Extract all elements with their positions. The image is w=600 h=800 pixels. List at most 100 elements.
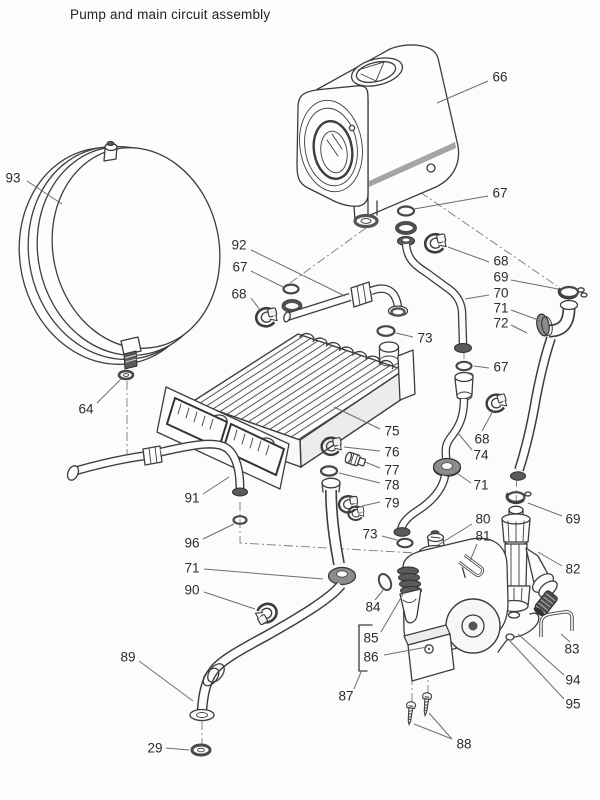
leader-line-86 xyxy=(383,646,428,656)
leader-line-82 xyxy=(537,551,563,567)
pipe-89 xyxy=(189,581,346,722)
pipe-74-lower xyxy=(393,474,450,537)
leader-line-72 xyxy=(510,324,528,334)
part-label-88: 88 xyxy=(456,737,471,752)
bracket-87 xyxy=(358,624,373,672)
expansion-vessel xyxy=(18,141,221,381)
clip-81 xyxy=(458,553,485,579)
leader-line-68 xyxy=(447,246,490,263)
part-label-85: 85 xyxy=(363,631,378,646)
leader-line-76 xyxy=(343,446,381,452)
part-label-69: 69 xyxy=(565,512,580,527)
leader-line-68 xyxy=(481,410,494,432)
clip-68-lower xyxy=(483,391,510,416)
screw-88b xyxy=(420,691,433,717)
hose-tail xyxy=(533,590,558,617)
oring-73-lower xyxy=(396,537,414,549)
leader-line-80 xyxy=(437,523,473,546)
part-label-78: 78 xyxy=(384,478,399,493)
part-label-84: 84 xyxy=(365,600,381,615)
leader-line-67 xyxy=(473,365,490,369)
diverter-valve-82 xyxy=(497,505,558,619)
clip-90 xyxy=(251,599,282,628)
leader-line-73 xyxy=(395,332,414,338)
part-label-29: 29 xyxy=(147,741,162,756)
part-label-79: 79 xyxy=(384,496,399,511)
part-label-73: 73 xyxy=(362,527,377,542)
part-label-71: 71 xyxy=(473,478,488,493)
pump-assembly xyxy=(377,530,509,682)
vessel-connector xyxy=(120,336,142,370)
part-label-92: 92 xyxy=(231,238,246,253)
oring-73-upper xyxy=(376,325,396,337)
part-label-72: 72 xyxy=(493,316,508,331)
leader-line-88 xyxy=(413,723,453,740)
wire-clip-94 xyxy=(497,612,540,653)
part-label-71: 71 xyxy=(493,301,508,316)
down-pipe xyxy=(321,477,345,566)
pump-motor xyxy=(445,598,501,654)
leader-line-91 xyxy=(202,476,230,495)
leader-line-84 xyxy=(374,588,385,601)
part-label-67: 67 xyxy=(492,186,507,201)
part-label-83: 83 xyxy=(564,642,579,657)
leader-line-93 xyxy=(26,180,63,205)
part-label-64: 64 xyxy=(78,402,94,417)
oring-67-top xyxy=(395,205,417,235)
part-label-90: 90 xyxy=(184,583,199,598)
oring-67-left xyxy=(281,283,303,313)
part-label-70: 70 xyxy=(493,286,508,301)
part-label-87: 87 xyxy=(338,689,353,704)
return-pipe-91 xyxy=(66,439,248,497)
part-label-82: 82 xyxy=(565,562,580,577)
leader-line-71 xyxy=(457,473,472,484)
part-label-68: 68 xyxy=(493,254,508,269)
pump-head-66 xyxy=(296,44,460,229)
part-label-94: 94 xyxy=(565,673,581,688)
part-label-77: 77 xyxy=(384,463,399,478)
leader-line-94 xyxy=(517,633,565,676)
plug-77 xyxy=(344,451,367,467)
leader-line-85 xyxy=(380,588,407,633)
clip-68-left xyxy=(253,304,281,330)
leader-line-90 xyxy=(203,591,256,610)
heat-exchanger-75 xyxy=(156,332,416,490)
leader-line-78 xyxy=(338,472,381,484)
burner-door xyxy=(156,386,290,490)
oring-67-right xyxy=(455,360,473,372)
leader-line-64 xyxy=(96,378,122,404)
leader-line-29 xyxy=(165,747,190,751)
leader-line-89 xyxy=(138,660,194,702)
clip-68-right xyxy=(422,230,450,256)
washer-64 xyxy=(117,369,135,381)
oring-69-lower xyxy=(505,491,532,505)
part-label-86: 86 xyxy=(363,650,378,665)
part-label-91: 91 xyxy=(184,491,199,506)
leader-line-83 xyxy=(560,633,571,643)
grommet-71-bottom xyxy=(327,566,357,586)
leader-line-66 xyxy=(436,80,489,104)
leader-line-77 xyxy=(364,461,381,469)
leader-line-69 xyxy=(510,279,559,290)
part-label-93: 93 xyxy=(5,171,20,186)
leader-line-71 xyxy=(510,309,542,322)
part-label-68: 68 xyxy=(231,287,246,302)
grommet-71-mid xyxy=(432,457,462,477)
leader-line-73 xyxy=(381,535,398,541)
oring-78 xyxy=(319,465,339,477)
leader-line-69 xyxy=(527,502,563,517)
leader-line-71 xyxy=(203,568,324,580)
u-clip-83 xyxy=(539,610,574,637)
leader-line-74 xyxy=(457,432,473,451)
leader-line-92 xyxy=(250,249,346,297)
vessel-air-valve xyxy=(103,141,118,162)
washer-29 xyxy=(190,743,212,757)
pipe-70 xyxy=(397,236,472,353)
diagram-title: Pump and main circuit assembly xyxy=(70,7,271,22)
part-label-73: 73 xyxy=(417,331,432,346)
leader-line-67 xyxy=(413,195,489,210)
oring-69-right xyxy=(557,285,588,300)
terminal-box xyxy=(403,624,455,682)
part-label-74: 74 xyxy=(473,448,489,463)
leader-line-79 xyxy=(361,501,381,507)
